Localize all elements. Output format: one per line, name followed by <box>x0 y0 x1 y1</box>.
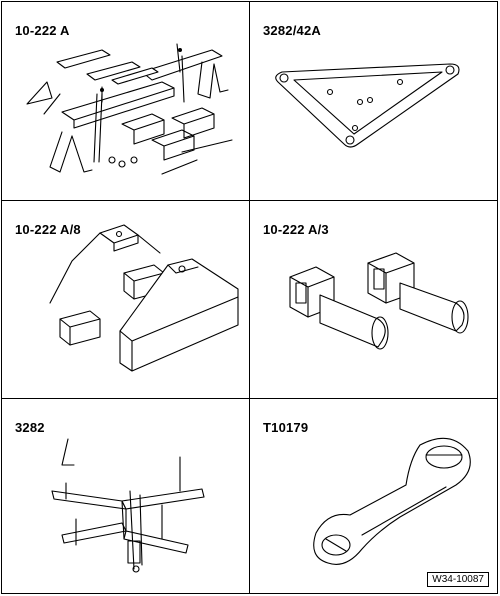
panel-10-222-a: 10-222 A <box>2 2 249 200</box>
panel-t10179: T10179 W34-10087 <box>250 399 497 593</box>
adjustment-plate-drawing <box>275 63 460 148</box>
grid-divider-vertical <box>249 2 250 593</box>
panel-3282-42a: 3282/42A <box>250 2 497 200</box>
offset-wrench-drawing <box>313 437 471 565</box>
panel-3282: 3282 <box>2 399 249 593</box>
panel-label: T10179 <box>263 420 309 435</box>
panel-10-222-a-3: 10-222 A/3 <box>250 201 497 398</box>
grid-divider-row1 <box>2 200 497 201</box>
grid-divider-row2 <box>2 398 497 399</box>
support-bracket-kit-drawing <box>26 43 233 175</box>
panel-label: 10-222 A/8 <box>15 222 81 237</box>
panel-label: 10-222 A/3 <box>263 222 329 237</box>
panel-label: 10-222 A <box>15 23 70 38</box>
panel-label: 3282/42A <box>263 23 321 38</box>
figure-reference: W34-10087 <box>427 572 489 587</box>
panel-label: 3282 <box>15 420 45 435</box>
panel-10-222-a-8: 10-222 A/8 <box>2 201 249 398</box>
adapter-drawing <box>49 224 239 372</box>
gearbox-support-drawing <box>51 438 205 573</box>
spacer-tubes-drawing <box>289 252 469 350</box>
